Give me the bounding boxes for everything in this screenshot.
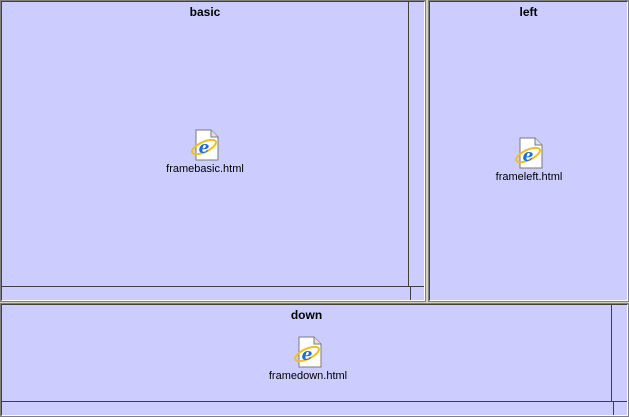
svg-text:e: e [523,146,534,166]
frame-down-title: down [290,308,323,322]
frame-down-horizontal-scrollbar[interactable] [2,401,613,415]
frame-down-vertical-scrollbar[interactable] [611,305,627,401]
svg-text:e: e [199,138,210,158]
ie-html-file-icon: e [515,137,543,169]
frame-down-file-label: framedown.html [268,370,348,382]
frame-basic-scroll-corner [410,286,424,300]
svg-text:e: e [302,345,313,365]
frame-basic-file[interactable]: e framebasic.html [150,128,260,175]
frame-left-title: left [519,5,538,19]
frame-left[interactable]: left e frameleft.html [428,0,629,302]
frame-down-file[interactable]: e framedown.html [253,335,363,382]
ie-html-file-icon: e [294,336,322,368]
ie-html-file-icon: e [191,129,219,161]
frame-basic-vertical-scrollbar[interactable] [408,2,424,286]
frame-basic-file-label: framebasic.html [166,163,244,175]
frame-down[interactable]: down e framedown.html [0,303,629,417]
frame-basic[interactable]: basic e framebasic.html [0,0,426,302]
frame-left-file[interactable]: e frameleft.html [474,136,584,183]
frame-basic-title: basic [189,5,221,19]
frame-down-scroll-corner [613,401,627,415]
frame-basic-horizontal-scrollbar[interactable] [2,286,410,300]
frame-left-file-label: frameleft.html [495,171,563,183]
